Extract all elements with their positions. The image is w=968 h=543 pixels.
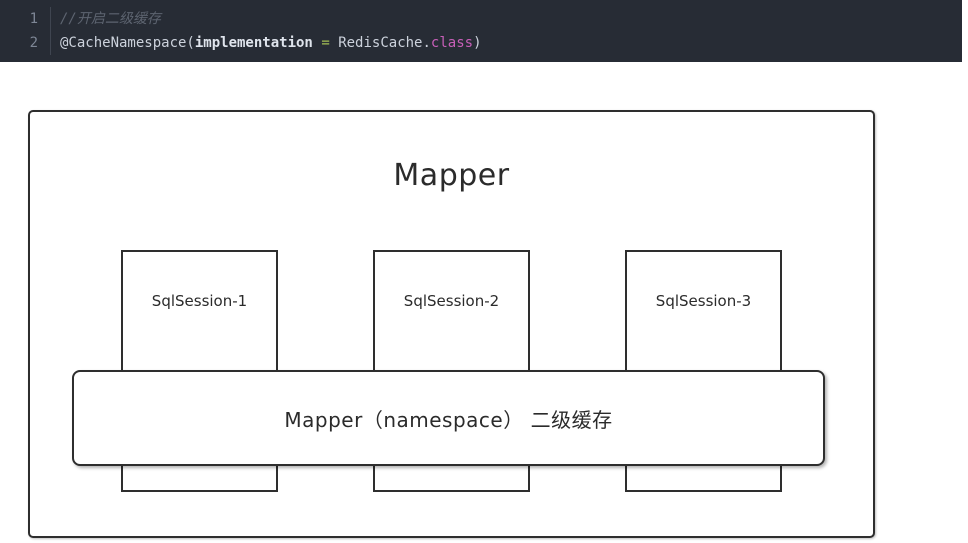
line-number-2: 2 — [0, 31, 51, 55]
mapper-title: Mapper — [393, 158, 510, 193]
code-token: ) — [473, 35, 482, 51]
sqlsession-label-1: SqlSession-1 — [151, 292, 248, 310]
code-token: @CacheNamespace( — [60, 35, 195, 51]
second-level-cache-label: Mapper（namespace） 二级缓存 — [284, 407, 613, 432]
code-line-2: 2 @CacheNamespace(implementation = Redis… — [0, 31, 962, 55]
code-token-class-ref: RedisCache — [338, 35, 423, 51]
code-content-1: //开启二级缓存 — [51, 7, 161, 31]
code-token-keyword: class — [430, 35, 474, 51]
code-editor-snippet: 1 //开启二级缓存 2 @CacheNamespace(implementat… — [0, 0, 962, 62]
code-token-comment: //开启二级缓存 — [60, 11, 161, 27]
second-level-cache-box: Mapper（namespace） 二级缓存 — [72, 370, 825, 466]
code-token-param: implementation — [194, 35, 313, 51]
code-line-1: 1 //开启二级缓存 — [0, 7, 962, 31]
code-token — [330, 35, 338, 51]
line-number-1: 1 — [0, 7, 51, 31]
sqlsession-label-3: SqlSession-3 — [655, 292, 752, 310]
code-content-2: @CacheNamespace(implementation = RedisCa… — [51, 31, 482, 55]
code-token-operator: = — [321, 35, 330, 51]
code-token: . — [422, 35, 431, 51]
sqlsession-label-2: SqlSession-2 — [403, 292, 500, 310]
